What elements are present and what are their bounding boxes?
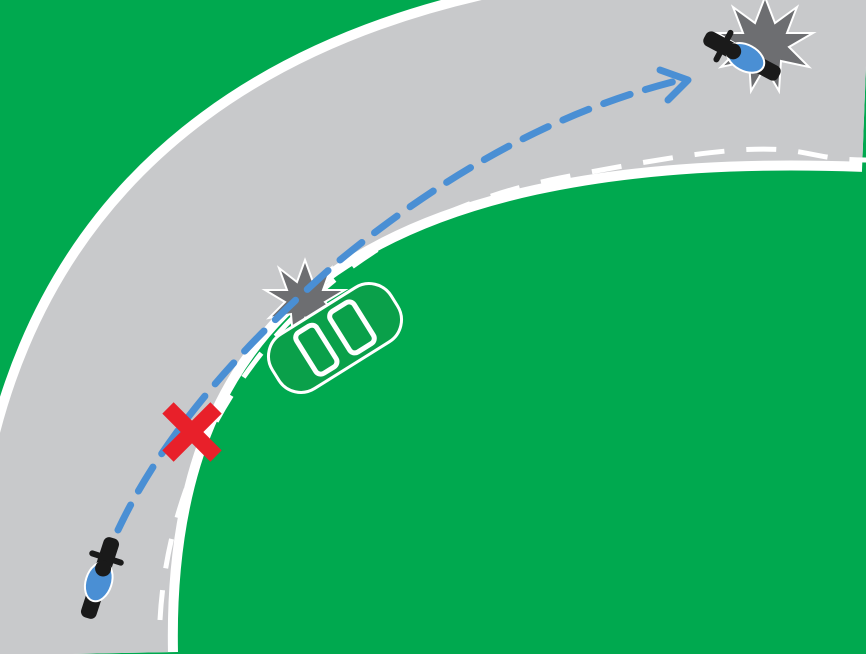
road-curve-diagram (0, 0, 866, 654)
